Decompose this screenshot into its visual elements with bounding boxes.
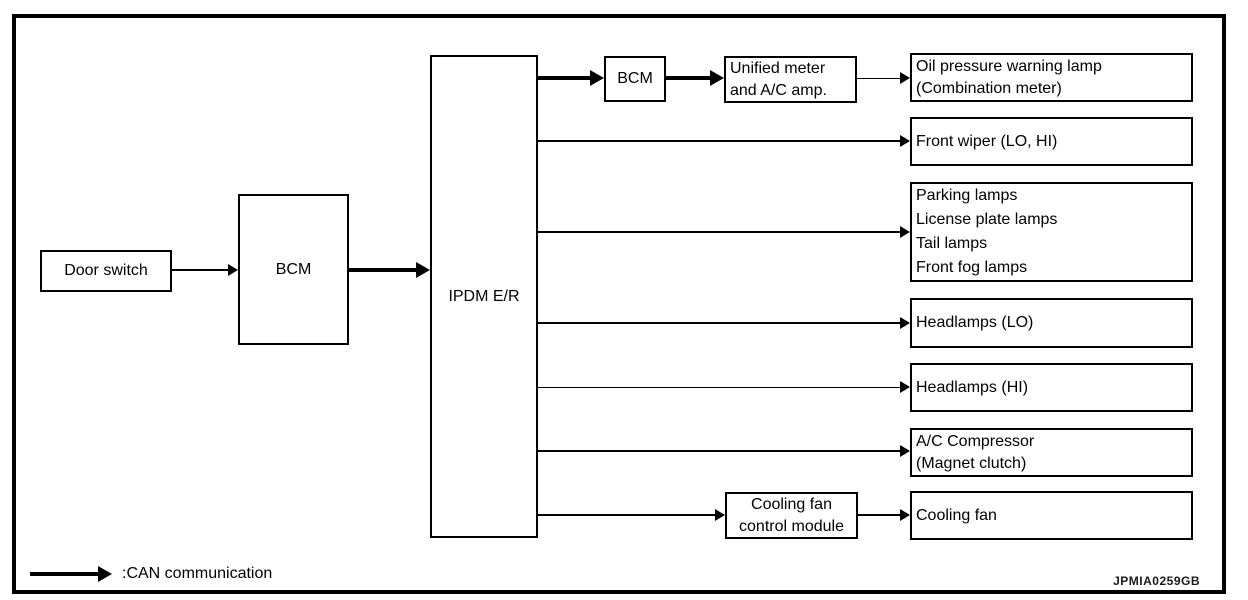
node-label: Door switch: [64, 262, 148, 279]
node-front-wiper: Front wiper (LO, HI): [910, 117, 1193, 166]
node-line: Unified meter: [730, 59, 826, 77]
node-line: Front fog lamps: [916, 259, 1028, 276]
node-cooling-fan-module: Cooling fan control module: [725, 492, 858, 539]
node-line: (Combination meter): [916, 79, 1062, 97]
node-line: (Magnet clutch): [916, 454, 1027, 472]
node-line: control module: [739, 517, 844, 535]
node-line: Oil pressure warning lamp: [916, 57, 1102, 75]
node-line: Tail lamps: [916, 235, 988, 252]
node-label: BCM: [617, 70, 653, 87]
node-exterior-lamps: Parking lamps License plate lamps Tail l…: [910, 182, 1193, 282]
node-line: A/C Compressor: [916, 432, 1035, 450]
node-headlamps-hi: Headlamps (HI): [910, 363, 1193, 412]
node-bcm-small: BCM: [604, 56, 666, 102]
node-bcm-main: BCM: [238, 194, 349, 345]
node-line: Cooling fan: [751, 495, 832, 513]
node-line: Parking lamps: [916, 187, 1018, 204]
node-unified-meter: Unified meter and A/C amp.: [724, 56, 857, 103]
node-label: BCM: [275, 260, 312, 278]
legend-can-label: :CAN communication: [122, 565, 273, 582]
node-line: License plate lamps: [916, 211, 1058, 228]
node-label: Headlamps (HI): [916, 378, 1029, 396]
node-door-switch: Door switch: [40, 250, 172, 292]
node-line: and A/C amp.: [730, 81, 827, 99]
figure-code: JPMIA0259GB: [1113, 574, 1200, 588]
node-label: Cooling fan: [916, 506, 997, 524]
node-ac-compressor: A/C Compressor (Magnet clutch): [910, 428, 1193, 477]
node-oil-pressure-lamp: Oil pressure warning lamp (Combination m…: [910, 53, 1193, 102]
node-label: Front wiper (LO, HI): [916, 132, 1058, 150]
node-ipdm-er: IPDM E/R: [430, 55, 538, 538]
node-label: IPDM E/R: [448, 287, 520, 305]
node-label: Headlamps (LO): [916, 314, 1034, 331]
node-cooling-fan: Cooling fan: [910, 491, 1193, 540]
node-headlamps-lo: Headlamps (LO): [910, 298, 1193, 348]
